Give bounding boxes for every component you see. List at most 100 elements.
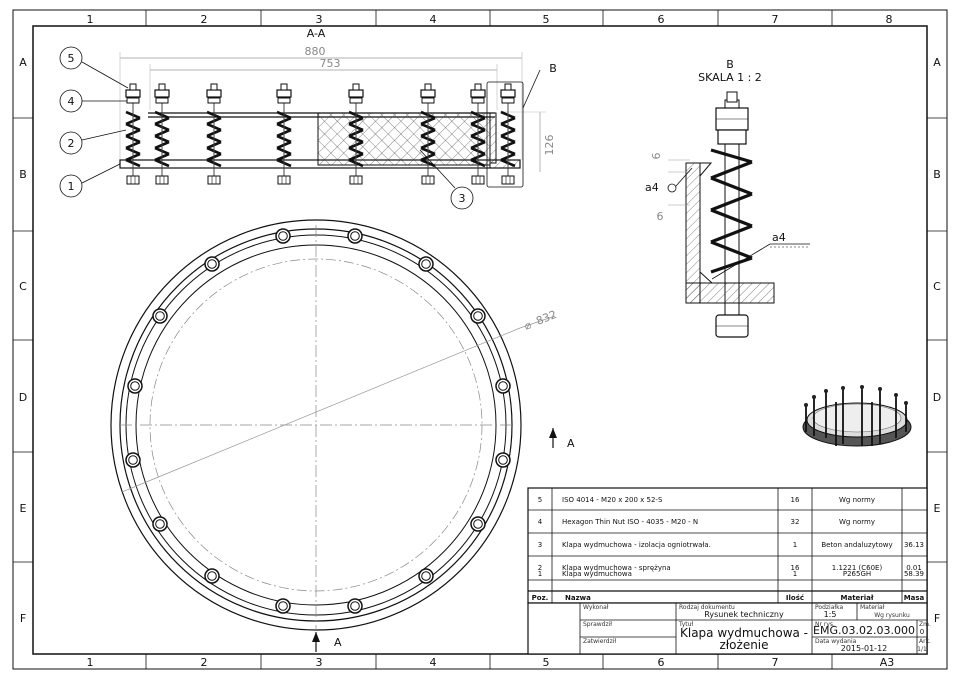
svg-text:6: 6	[658, 656, 665, 669]
grid-labels: 1 2 3 4 5 6 7 8 1 2 3 4 5 6 7 A B C D E …	[19, 13, 941, 669]
bom-material: Wg normy	[839, 496, 875, 504]
label-drawing-no: Nr rys.	[815, 621, 835, 628]
svg-text:6: 6	[658, 13, 665, 26]
svg-text:F: F	[934, 612, 940, 625]
sheet-number: 1/1	[917, 646, 927, 653]
issue-date: 2015-01-12	[841, 644, 888, 653]
svg-text:2: 2	[538, 564, 542, 572]
svg-text:4: 4	[430, 656, 437, 669]
svg-text:F: F	[20, 612, 26, 625]
material-value: Wg rysunku	[874, 612, 910, 619]
label-material: Materiał	[860, 604, 885, 611]
svg-text:0.01: 0.01	[906, 564, 922, 572]
svg-text:P265GH: P265GH	[843, 570, 871, 578]
balloon-5	[59, 46, 83, 70]
bom-header-qty: Ilość	[786, 594, 804, 602]
svg-text:Beton andaluzytowy: Beton andaluzytowy	[821, 541, 892, 549]
svg-text:32: 32	[791, 518, 800, 526]
svg-text:8: 8	[886, 13, 893, 26]
svg-text:C: C	[19, 280, 27, 293]
svg-text:58.39: 58.39	[904, 570, 924, 578]
outer-frame	[12, 9, 948, 670]
balloon-1	[59, 174, 83, 198]
label-doc-type: Rodzaj dokumentu	[679, 604, 735, 611]
svg-text:4: 4	[430, 13, 437, 26]
svg-text:Hexagon Thin Nut ISO - 4035 -: Hexagon Thin Nut ISO - 4035 - M20 - N	[562, 518, 698, 526]
weld-a4-left: a4	[645, 181, 659, 194]
svg-text:7: 7	[772, 13, 779, 26]
svg-text:Klapa wydmuchowa: Klapa wydmuchowa	[562, 570, 632, 578]
svg-text:Wg normy: Wg normy	[839, 518, 875, 526]
bom-table: 5 ISO 4014 - M20 x 200 x 52-S 16 Wg norm…	[527, 487, 928, 604]
svg-text:1: 1	[68, 180, 75, 193]
svg-text:2: 2	[201, 656, 208, 669]
svg-text:E: E	[934, 502, 941, 515]
insulation-hatch	[317, 112, 491, 166]
detail-marker-b: B	[549, 62, 557, 75]
revision: 0	[920, 628, 924, 636]
svg-text:B: B	[933, 168, 941, 181]
svg-text:D: D	[19, 391, 27, 404]
balloon-3	[450, 186, 474, 210]
bom-name: ISO 4014 - M20 x 200 x 52-S	[562, 496, 663, 504]
svg-text:1: 1	[793, 570, 797, 578]
label-date: Data wydania	[815, 638, 857, 645]
svg-text:C: C	[933, 280, 941, 293]
svg-text:1: 1	[87, 13, 94, 26]
bom-pos: 5	[538, 496, 542, 504]
balloon-2	[59, 131, 83, 155]
svg-text:5: 5	[543, 656, 550, 669]
dim-diameter: ⌀	[522, 318, 533, 333]
svg-text:B: B	[19, 168, 27, 181]
bom-header-material: Materiał	[841, 594, 874, 602]
detail-title: B	[726, 58, 734, 71]
bom-qty: 16	[791, 496, 800, 504]
drawing-number: EMG.03.02.03.000	[813, 624, 915, 637]
svg-text:2: 2	[68, 137, 75, 150]
svg-text:1: 1	[793, 541, 797, 549]
bom-header-pos: Poz.	[532, 594, 549, 602]
doc-type: Rysunek techniczny	[704, 610, 784, 619]
svg-text:36.13: 36.13	[904, 541, 924, 549]
bom-header-name: Nazwa	[565, 594, 591, 602]
drawing-title-line2: złożenie	[719, 638, 768, 652]
svg-text:Klapa wydmuchowa - izolacja og: Klapa wydmuchowa - izolacja ogniotrwała.	[562, 541, 711, 549]
scale-value: 1:5	[824, 610, 837, 619]
label-scale: Podziałka	[815, 604, 843, 611]
detail-scale: SKALA 1 : 2	[698, 71, 762, 84]
svg-text:5: 5	[68, 52, 75, 65]
svg-text:4: 4	[68, 95, 75, 108]
svg-text:A: A	[19, 56, 27, 69]
svg-text:A: A	[933, 56, 941, 69]
dim-753: 753	[320, 57, 341, 70]
section-marker-bottom: A	[334, 636, 342, 649]
plan-view-flange: ⌀ 832 A A	[110, 219, 575, 652]
paper-format: A3	[880, 656, 895, 669]
svg-text:16: 16	[791, 564, 800, 572]
svg-text:3: 3	[538, 541, 542, 549]
dim-diameter-value: 832	[534, 308, 558, 328]
weld-size-bottom: 6	[657, 210, 664, 223]
svg-text:D: D	[933, 391, 941, 404]
svg-text:1: 1	[538, 570, 542, 578]
svg-text:2: 2	[201, 13, 208, 26]
label-sheet: Ark.	[919, 638, 931, 645]
section-view-aa: A-A 880 753 126 B	[59, 27, 557, 210]
svg-text:3: 3	[316, 13, 323, 26]
isometric-view	[802, 385, 912, 447]
svg-text:Klapa wydmuchowa - sprężyna: Klapa wydmuchowa - sprężyna	[562, 564, 671, 572]
bom-header-mass: Masa	[904, 594, 925, 602]
detail-view-b: B SKALA 1 : 2 6 6 a4 a4	[645, 58, 810, 338]
section-title: A-A	[307, 27, 326, 40]
svg-text:4: 4	[538, 518, 543, 526]
label-rev: Zm.	[919, 621, 931, 628]
weld-a4-right: a4	[772, 231, 786, 244]
label-wykonal: Wykonał	[583, 604, 609, 611]
svg-text:5: 5	[543, 13, 550, 26]
svg-text:7: 7	[772, 656, 779, 669]
svg-text:1.1221 (C60E): 1.1221 (C60E)	[832, 564, 883, 572]
label-title: Tytuł	[678, 621, 693, 628]
dim-880: 880	[305, 45, 326, 58]
grid-zone-ticks	[13, 10, 947, 669]
